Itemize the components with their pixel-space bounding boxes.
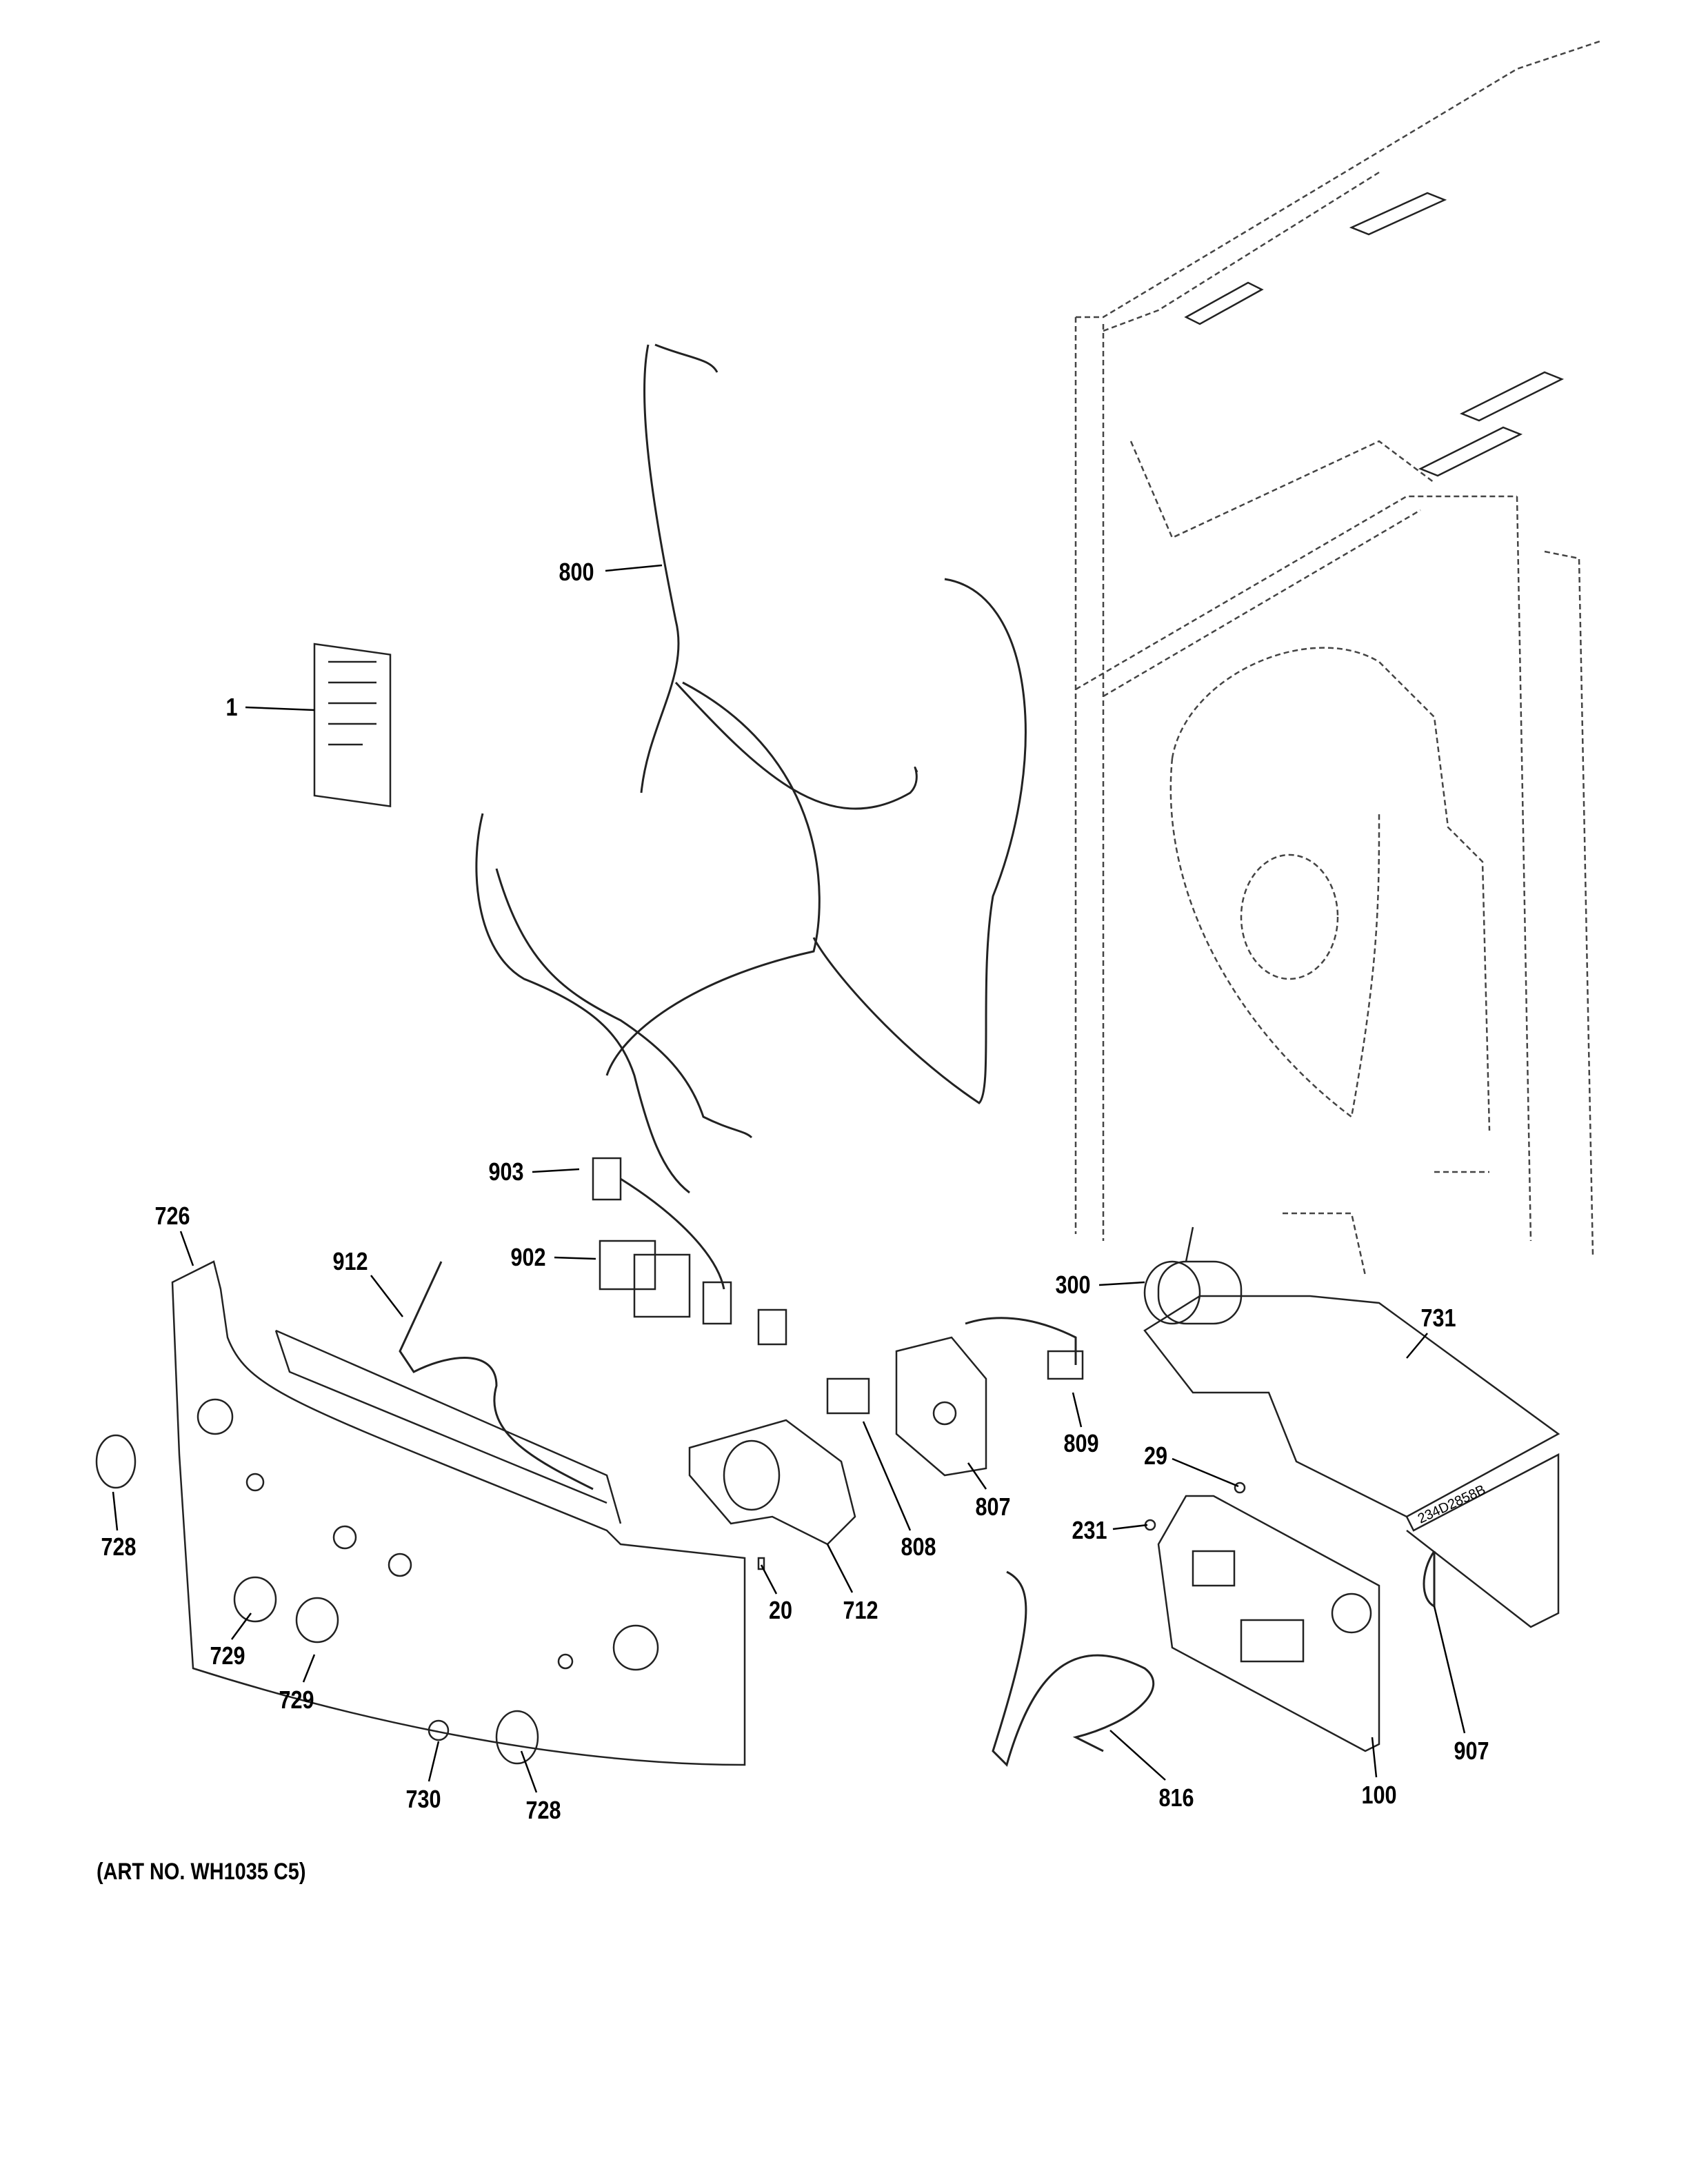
control-board-bracket: 234D2858B bbox=[1143, 1295, 1560, 1628]
callout-29[interactable]: 29 bbox=[1143, 1442, 1168, 1470]
callout-728[interactable]: 728 bbox=[525, 1796, 561, 1824]
callout-903[interactable]: 903 bbox=[488, 1157, 524, 1186]
callout-907[interactable]: 907 bbox=[1454, 1737, 1489, 1765]
callout-729[interactable]: 729 bbox=[210, 1641, 245, 1670]
switch-assemblies bbox=[592, 1157, 787, 1346]
callout-912[interactable]: 912 bbox=[332, 1247, 368, 1275]
callout-726[interactable]: 726 bbox=[154, 1202, 190, 1230]
callout-800[interactable]: 800 bbox=[559, 558, 594, 586]
board-harness bbox=[992, 1550, 1436, 1767]
callout-731[interactable]: 731 bbox=[1420, 1304, 1456, 1332]
art-number: (ART NO. WH1035 C5) bbox=[97, 1859, 306, 1885]
callout-902[interactable]: 902 bbox=[510, 1243, 546, 1271]
callout-807[interactable]: 807 bbox=[975, 1493, 1011, 1521]
timer-and-bracket bbox=[688, 1317, 1084, 1570]
callout-712[interactable]: 712 bbox=[843, 1596, 878, 1624]
callout-729[interactable]: 729 bbox=[279, 1686, 314, 1714]
knobs bbox=[95, 1434, 539, 1765]
callout-1[interactable]: 1 bbox=[225, 693, 238, 721]
leader-lines bbox=[112, 564, 1466, 1793]
main-control-board bbox=[1157, 1495, 1380, 1752]
owners-manual bbox=[313, 643, 392, 807]
screw-29 bbox=[1234, 1482, 1246, 1494]
callout-730[interactable]: 730 bbox=[405, 1785, 441, 1813]
callout-300[interactable]: 300 bbox=[1055, 1271, 1091, 1299]
capacitor bbox=[1143, 1226, 1243, 1325]
main-wire-harness bbox=[475, 343, 1027, 1194]
callout-808[interactable]: 808 bbox=[901, 1533, 936, 1561]
callout-20[interactable]: 20 bbox=[768, 1596, 793, 1624]
control-panel-backsplash bbox=[171, 1260, 746, 1766]
callout-231[interactable]: 231 bbox=[1072, 1516, 1107, 1544]
callout-100[interactable]: 100 bbox=[1361, 1781, 1397, 1809]
bracket-marking: 234D2858B bbox=[1416, 1482, 1488, 1527]
callout-816[interactable]: 816 bbox=[1158, 1783, 1194, 1812]
callout-809[interactable]: 809 bbox=[1063, 1429, 1099, 1457]
dryer-cabinet-frame bbox=[1074, 40, 1600, 1276]
callout-728[interactable]: 728 bbox=[101, 1533, 137, 1561]
panel-harness bbox=[399, 1261, 594, 1490]
